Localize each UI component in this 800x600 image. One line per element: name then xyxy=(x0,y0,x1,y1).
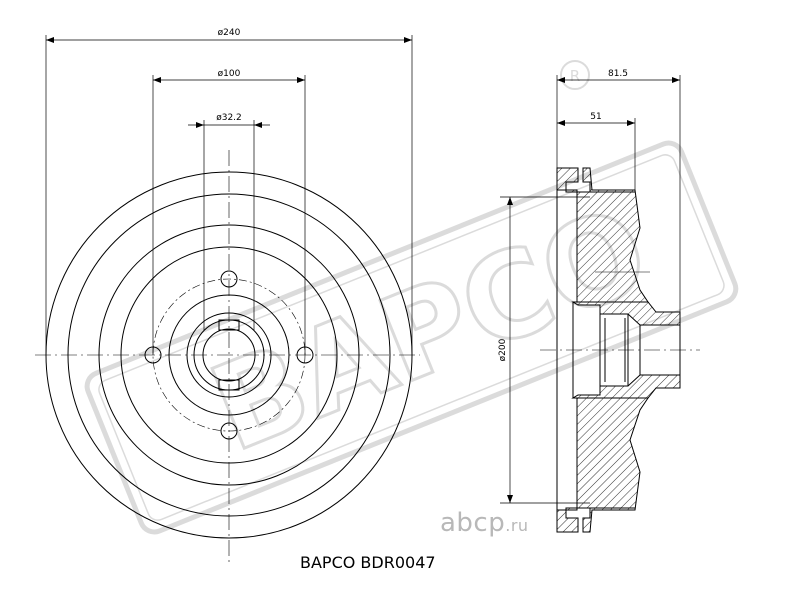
dim-bolt-circle-label: ø100 xyxy=(218,69,241,79)
site-watermark-logo: abcp.ru xyxy=(440,508,529,538)
bore-core xyxy=(202,328,256,382)
bore-key-top xyxy=(218,319,240,331)
site-name: abcp xyxy=(440,508,506,538)
ring-4 xyxy=(120,246,338,464)
dim-center-bore-label: ø32.2 xyxy=(216,113,242,123)
bore-key-bottom xyxy=(218,379,240,391)
bolt-hole-bottom xyxy=(220,422,238,440)
ring-3 xyxy=(98,224,360,486)
site-tld: .ru xyxy=(505,516,529,535)
side-view xyxy=(500,75,700,533)
drum-section-bottom xyxy=(556,397,649,533)
hub-section-bottom xyxy=(571,374,681,399)
registered-mark-text: R xyxy=(570,67,580,85)
bolt-hole-top xyxy=(220,270,238,288)
bore-outer xyxy=(186,312,272,398)
dim-inner-height-label: 51 xyxy=(590,112,601,122)
part-caption: BAPCO BDR0047 xyxy=(300,553,436,572)
registered-mark-icon xyxy=(560,60,590,90)
dim-total-height-label: 81.5 xyxy=(608,69,628,79)
front-view xyxy=(35,35,420,565)
dim-outer-diameter-label: ø240 xyxy=(218,28,241,38)
dim-drum-inner-label: ø200 xyxy=(498,338,508,361)
ring-2 xyxy=(67,193,391,517)
hub-circle xyxy=(168,294,290,416)
